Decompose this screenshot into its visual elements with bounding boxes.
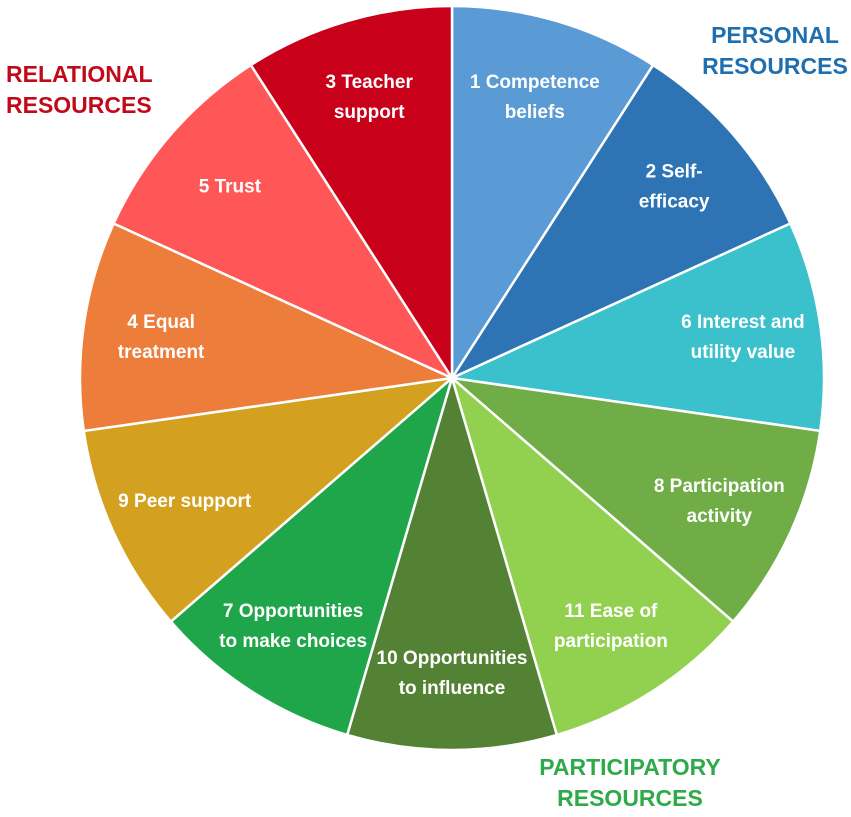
segment-label-line: participation [554, 631, 668, 652]
segment-label-line: 2 Self- [646, 162, 703, 183]
segment-label-self-efficacy: 2 Self-efficacy [639, 162, 710, 213]
segment-label-competence-beliefs: 1 Competence beliefs [470, 72, 600, 123]
group-label-participatory: PARTICIPATORY RESOURCES [535, 752, 725, 814]
segment-label-line: 4 Equal [127, 312, 195, 333]
segment-label-ease-of-participation: 11 Ease of participation [554, 601, 668, 652]
segment-self-efficacy [450, 63, 792, 380]
segment-label-line: 10 Opportunities [377, 648, 528, 669]
segment-label-opportunities-to-influence: 10 Opportunities to influence [377, 648, 528, 699]
segment-interest-utility-value [450, 222, 826, 433]
segment-label-line: 7 Opportunities [223, 601, 363, 622]
group-label-personal: PERSONAL RESOURCES [700, 20, 850, 82]
segment-label-line: 6 Interest and [681, 312, 805, 333]
group-personal-line1: PERSONAL [711, 22, 839, 48]
segment-label-teacher-support: 3 Teacher support [326, 72, 414, 123]
segment-label-equal-treatment: 4 Equal treatment [118, 312, 205, 363]
segment-label-opportunities-to-make-choices: 7 Opportunities to make choices [219, 601, 367, 652]
segment-label-line: beliefs [505, 102, 565, 123]
segment-label-participation-activity: 8 Participation activity [654, 476, 785, 527]
segment-label-trust: 5 Trust [199, 177, 262, 198]
segment-label-interest-utility-value: 6 Interest and utility value [681, 312, 805, 363]
segment-label-line: activity [687, 506, 753, 527]
segment-participation-activity [450, 376, 822, 623]
segment-ease-of-participation [450, 376, 735, 737]
segment-label-line: 11 Ease of [564, 601, 658, 622]
group-personal-line2: RESOURCES [702, 53, 848, 79]
segment-opportunities-to-make-choices [169, 376, 454, 737]
group-participatory-line2: RESOURCES [557, 785, 703, 811]
group-relational-line2: RESOURCES [6, 92, 152, 118]
segment-peer-support [82, 376, 454, 623]
segment-teacher-support [249, 4, 454, 380]
segment-label-line: 1 Competence [470, 72, 600, 93]
segment-equal-treatment [78, 222, 454, 433]
segment-label-line: 5 Trust [199, 177, 262, 198]
segment-label-line: efficacy [639, 192, 710, 213]
segment-label-line: treatment [118, 342, 205, 363]
segment-label-line: to make choices [219, 631, 367, 652]
segment-opportunities-to-influence [345, 376, 559, 752]
group-participatory-line1: PARTICIPATORY [539, 754, 721, 780]
group-relational-line1: RELATIONAL [6, 61, 153, 87]
segment-competence-beliefs [450, 4, 655, 380]
segment-label-line: 3 Teacher [326, 72, 414, 93]
group-label-relational: RELATIONAL RESOURCES [6, 59, 153, 121]
segment-trust [112, 63, 454, 380]
segment-label-line: 9 Peer support [118, 491, 252, 512]
segment-label-line: support [334, 102, 405, 123]
segment-label-peer-support: 9 Peer support [118, 491, 252, 512]
segment-label-line: utility value [691, 342, 796, 363]
segment-label-line: to influence [399, 678, 506, 699]
segment-label-line: 8 Participation [654, 476, 785, 497]
